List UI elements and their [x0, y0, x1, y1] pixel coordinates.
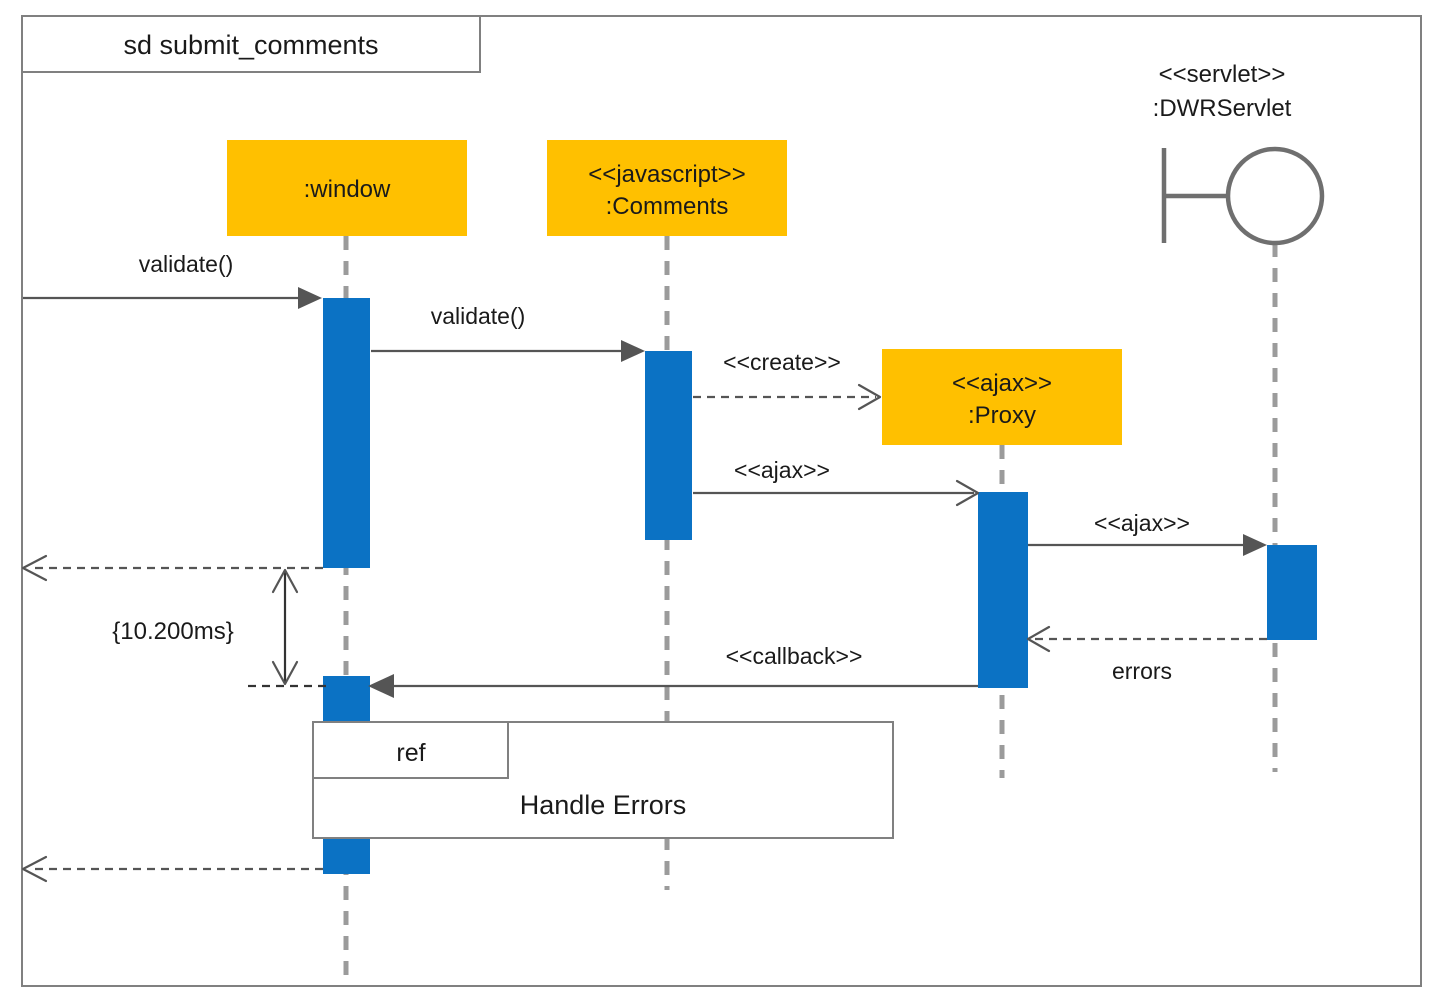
message-ajax-dwrservlet[interactable]: <<ajax>>	[1028, 510, 1267, 556]
duration-arrow-up-icon	[271, 568, 299, 594]
interaction-use-ref[interactable]: ref Handle Errors	[312, 721, 894, 839]
diagram-title: sd submit_comments	[123, 30, 378, 60]
duration-constraint-label: {10.200ms}	[112, 618, 233, 645]
activation-dwrservlet	[1267, 545, 1317, 640]
message-errors-return[interactable]: errors	[1026, 625, 1267, 684]
message-m4-label: <<ajax>>	[734, 457, 830, 483]
activation-window-1	[323, 298, 370, 568]
participant-dwrservlet[interactable]: <<servlet>> :DWRServlet	[1153, 61, 1325, 246]
duration-arrow-down-icon	[271, 660, 299, 686]
participant-comments[interactable]: <<javascript>> :Comments	[547, 140, 787, 236]
message-m6-label: errors	[1112, 658, 1172, 684]
participant-window-label: :window	[304, 176, 391, 203]
ref-fragment-body: Handle Errors	[520, 790, 687, 820]
arrowhead-m2-icon	[621, 340, 645, 362]
arrowhead-m7-icon	[368, 674, 394, 698]
participant-window[interactable]: :window	[227, 140, 467, 236]
arrowhead-m5-icon	[1243, 534, 1267, 556]
arrowhead-m1-icon	[298, 287, 322, 309]
participant-comments-stereotype: <<javascript>>	[588, 161, 745, 188]
participant-proxy-box	[882, 349, 1122, 445]
arrowhead-m3-icon	[857, 383, 882, 411]
message-callback-window[interactable]: <<callback>>	[368, 643, 978, 698]
participant-proxy-label: :Proxy	[968, 402, 1036, 429]
activation-window-2	[323, 676, 370, 722]
arrowhead-m9-icon	[21, 855, 48, 883]
message-ajax-proxy[interactable]: <<ajax>>	[693, 457, 980, 507]
message-create-proxy[interactable]: <<create>>	[693, 349, 882, 411]
arrowhead-m4-icon	[955, 479, 980, 507]
boundary-icon	[1161, 146, 1325, 246]
message-return-gate-2[interactable]	[21, 855, 323, 883]
diagram-frame-tab	[21, 15, 481, 73]
activation-comments	[645, 351, 692, 540]
activation-proxy	[978, 492, 1028, 688]
participant-comments-label: :Comments	[606, 193, 729, 220]
arrowhead-m8-icon	[21, 554, 48, 582]
participant-proxy[interactable]: <<ajax>> :Proxy	[882, 349, 1122, 445]
activation-window-3	[323, 838, 370, 874]
message-m5-label: <<ajax>>	[1094, 510, 1190, 536]
arrowhead-m6-icon	[1026, 625, 1051, 653]
participant-proxy-stereotype: <<ajax>>	[952, 370, 1052, 397]
participant-window-box	[227, 140, 467, 236]
message-m3-label: <<create>>	[723, 349, 841, 375]
ref-fragment-keyword-tab	[312, 721, 509, 779]
message-m2-label: validate()	[431, 303, 526, 329]
message-return-gate-1[interactable]	[21, 554, 323, 582]
diagram-frame	[21, 15, 1422, 987]
message-validate-window[interactable]: validate()	[23, 251, 322, 309]
ref-fragment-keyword: ref	[396, 739, 425, 767]
message-m7-label: <<callback>>	[726, 643, 863, 669]
duration-constraint: {10.200ms}	[112, 568, 330, 688]
participant-dwrservlet-stereotype: <<servlet>>	[1159, 61, 1286, 88]
message-m1-label: validate()	[139, 251, 234, 277]
message-validate-comments[interactable]: validate()	[371, 303, 645, 362]
participant-comments-box	[547, 140, 787, 236]
participant-dwrservlet-label: :DWRServlet	[1153, 95, 1292, 122]
